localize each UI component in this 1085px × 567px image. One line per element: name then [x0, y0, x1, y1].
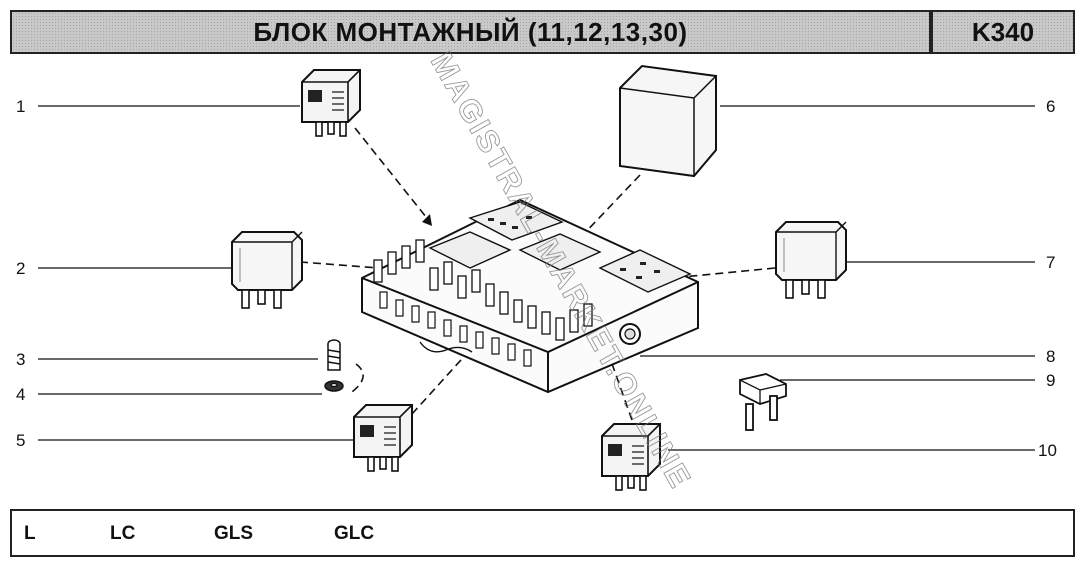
mounting-block	[361, 198, 699, 394]
variant-l: L	[24, 523, 36, 544]
washer-4	[324, 380, 344, 392]
relay-5	[353, 404, 413, 472]
callout-4: 4	[16, 385, 25, 404]
variant-footer: L LC GLS GLC	[10, 509, 1075, 557]
callout-2: 2	[16, 259, 25, 278]
variant-gls: GLS	[214, 523, 254, 544]
callout-9: 9	[1046, 371, 1055, 390]
callout-3: 3	[16, 350, 25, 369]
relay-2	[231, 231, 303, 309]
callout-5: 5	[16, 431, 25, 450]
diagram-code: K340	[929, 12, 1073, 52]
callout-7: 7	[1046, 253, 1055, 272]
callout-6: 6	[1046, 97, 1055, 116]
callout-8: 8	[1046, 347, 1055, 366]
leader-lines	[38, 105, 1035, 451]
relay-1	[301, 69, 361, 137]
callout-1: 1	[16, 97, 25, 116]
relay-7	[775, 221, 847, 299]
callout-10: 10	[1038, 441, 1057, 460]
page-title: БЛОК МОНТАЖНЫЙ (11,12,13,30)	[253, 16, 688, 47]
screw-3	[327, 339, 341, 371]
fuse-9	[739, 373, 787, 431]
relay-6	[619, 64, 717, 178]
variant-lc: LC	[110, 523, 136, 544]
variant-glc: GLC	[334, 523, 375, 544]
header-bar: БЛОК МОНТАЖНЫЙ (11,12,13,30) K340	[10, 10, 1075, 54]
